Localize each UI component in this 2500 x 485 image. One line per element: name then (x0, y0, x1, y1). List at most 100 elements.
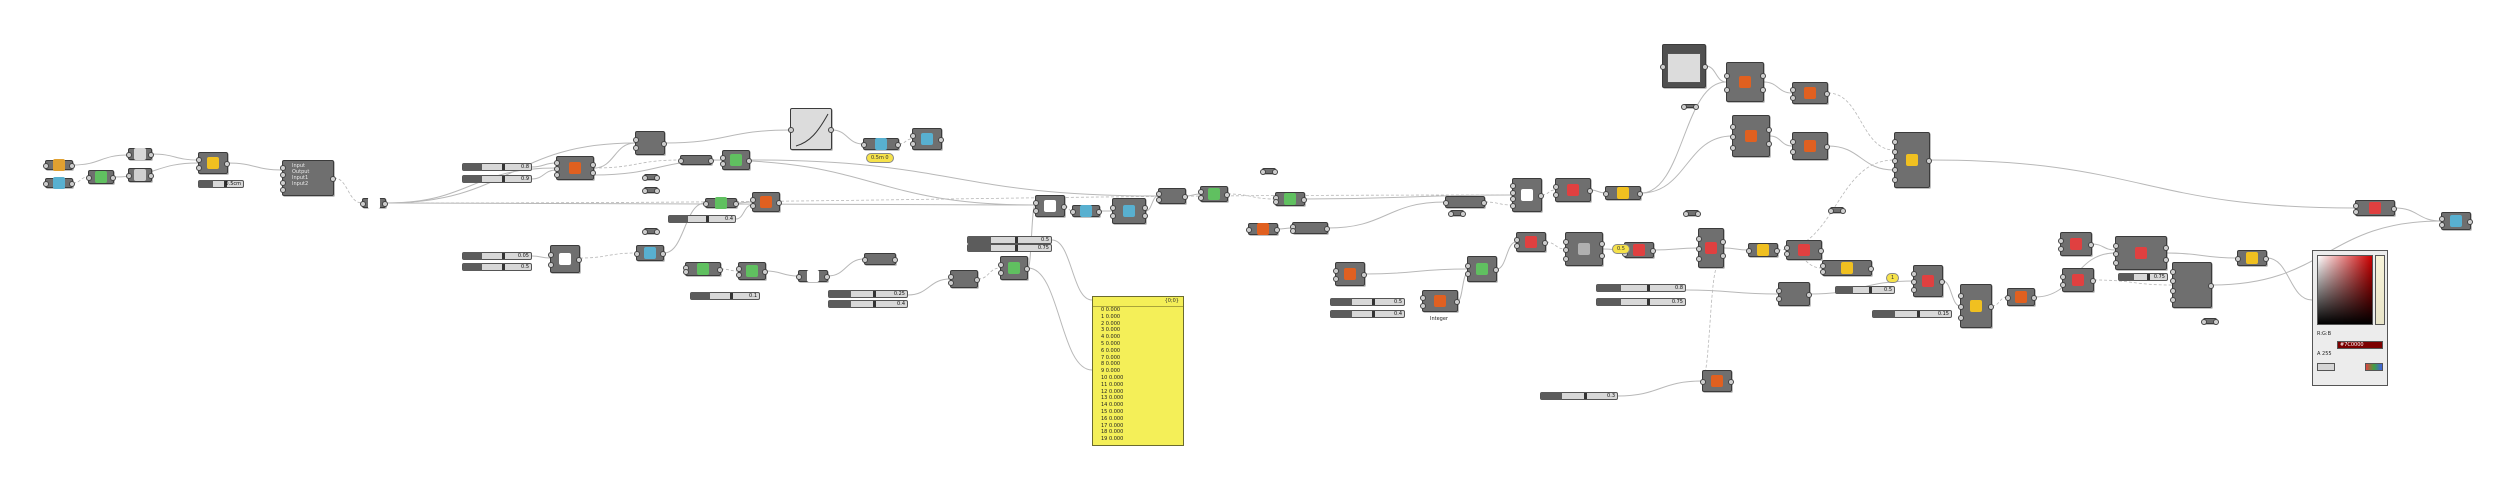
green-node-6-output-port[interactable] (1493, 267, 1499, 273)
teal-node-1-input-port[interactable] (861, 142, 867, 148)
bolt-node-2-input-port[interactable] (1603, 191, 1609, 197)
small-bar-6-output-port[interactable] (2213, 319, 2219, 325)
number-slider[interactable]: 0.1 (690, 292, 760, 300)
teal-node-4-output-port[interactable] (1142, 204, 1148, 211)
bolt-node-input-port[interactable] (196, 164, 202, 171)
orange-node-1-input-port[interactable] (1246, 227, 1252, 233)
slider-node-input-port[interactable] (86, 175, 92, 181)
bolt-node-4-input-port[interactable] (1776, 296, 1782, 302)
bolt-node-3-output-port[interactable] (1774, 248, 1780, 254)
teal-node-1[interactable] (861, 138, 901, 150)
script-node-input-port[interactable] (280, 179, 286, 186)
number-slider[interactable]: 0.4 (828, 300, 908, 308)
green-node-2-output-port[interactable] (762, 269, 768, 275)
small-bar-1-output-port[interactable] (1272, 169, 1278, 175)
number-slider[interactable]: 0.25 (828, 290, 908, 298)
graph-mapper-output-port[interactable] (828, 127, 834, 133)
fire-node-7-input-port[interactable] (1790, 87, 1796, 94)
script-node-input-port[interactable] (280, 186, 286, 193)
tall-node-1-output-port[interactable] (1538, 193, 1544, 199)
teal-node-1-output-port[interactable] (895, 142, 901, 148)
bar-node-output-port[interactable] (1693, 104, 1699, 110)
collapse-node[interactable] (634, 245, 666, 261)
fire-node-7[interactable] (1790, 82, 1830, 104)
param-node-2[interactable] (43, 177, 75, 189)
teal-node-4-output-port[interactable] (1142, 213, 1148, 220)
palette-node-2-input-port[interactable] (1784, 244, 1790, 251)
green-node-5-input-port[interactable] (1273, 199, 1279, 206)
colour-swatch-button[interactable] (2317, 363, 2335, 371)
bolt-node-5-output-port[interactable] (1926, 158, 1932, 164)
small-bar-3[interactable] (642, 187, 660, 194)
collapse-node-input-port[interactable] (634, 251, 640, 257)
teal-node-4[interactable] (1110, 198, 1148, 224)
mid-node-1[interactable] (1033, 195, 1067, 217)
tall-node-3-input-port[interactable] (2170, 287, 2176, 294)
fire-node-6-input-port[interactable] (1724, 73, 1730, 80)
slider-grip[interactable] (729, 293, 733, 299)
multi-node-1-input-port[interactable] (2113, 242, 2119, 249)
grey-node-1[interactable] (633, 131, 667, 155)
preview-node[interactable] (1660, 44, 1708, 88)
palette-node-3[interactable] (2058, 232, 2094, 256)
small-node-2-input-port[interactable] (720, 154, 726, 161)
param-node-2-input-port[interactable] (43, 181, 49, 187)
slider-grip[interactable] (873, 301, 876, 307)
bolt-node-4-output-port[interactable] (1806, 292, 1812, 298)
tall-node-2-input-port[interactable] (1696, 236, 1702, 242)
cube-node-2-input-port[interactable] (1443, 200, 1449, 206)
preview-node-input-port[interactable] (1660, 64, 1666, 70)
slider-grip[interactable] (501, 164, 505, 170)
number-slider[interactable]: 0.5 (967, 236, 1052, 244)
fire-node-8-output-port[interactable] (1766, 127, 1772, 133)
fire-node-10-input-port[interactable] (1911, 287, 1917, 293)
grey-node-1-input-port[interactable] (633, 137, 639, 143)
tall-node-2-output-port[interactable] (1720, 239, 1726, 246)
slider-node-output-port[interactable] (110, 175, 116, 181)
tall-node-2-input-port[interactable] (1696, 256, 1702, 262)
gear-node[interactable] (1563, 232, 1605, 266)
fire-node-6[interactable] (1724, 62, 1766, 102)
collapse-node-output-port[interactable] (660, 251, 666, 257)
fire-node-10[interactable] (1911, 265, 1945, 297)
teal-node-2-output-port[interactable] (938, 137, 944, 143)
bolt-node-6[interactable] (1820, 260, 1874, 276)
bolt-node-6-output-port[interactable] (1868, 266, 1874, 272)
fire-node-1[interactable] (554, 156, 596, 180)
small-bar-6-input-port[interactable] (2201, 319, 2207, 325)
multi-node-1[interactable] (2113, 236, 2169, 270)
palette-node-3-input-port[interactable] (2058, 238, 2064, 244)
fire-node-10-input-port[interactable] (1911, 271, 1917, 277)
teal-node-3-input-port[interactable] (1070, 209, 1076, 215)
palette-node-4-input-port[interactable] (2060, 282, 2066, 288)
fire-node-4[interactable] (1514, 232, 1548, 252)
green-node-4-input-port[interactable] (1198, 194, 1204, 201)
teal-node-2-input-port[interactable] (910, 140, 916, 147)
bolt-node-2-output-port[interactable] (1637, 191, 1643, 197)
slider-grip[interactable] (1372, 299, 1376, 305)
fire-node-2-output-port[interactable] (776, 200, 782, 206)
tall-node-1-input-port[interactable] (1510, 182, 1516, 189)
bar-node-input-port[interactable] (1681, 104, 1687, 110)
green-node-6[interactable] (1465, 256, 1499, 282)
eye-node-output-port[interactable] (382, 201, 388, 207)
script-node-output-port[interactable] (330, 176, 336, 182)
small-bar-1[interactable] (1260, 168, 1278, 175)
fire-node-8-input-port[interactable] (1730, 134, 1736, 140)
teal-node-4-input-port[interactable] (1110, 213, 1116, 220)
tall-node-3-input-port[interactable] (2170, 296, 2176, 303)
tall-node-1[interactable] (1510, 178, 1544, 212)
green-node-1-output-port[interactable] (717, 267, 723, 273)
green-node-6-input-port[interactable] (1465, 262, 1471, 269)
bracket-node-output-port[interactable] (892, 257, 898, 263)
tall-node-2[interactable] (1696, 228, 1726, 268)
green-node-1[interactable] (683, 262, 723, 276)
cube-node-1[interactable] (796, 270, 830, 282)
hue-strip[interactable] (2375, 255, 2385, 325)
gear-node-output-port[interactable] (1599, 252, 1605, 259)
slider-grip[interactable] (1583, 393, 1587, 399)
multi-node-1-output-port[interactable] (2163, 245, 2169, 252)
fire-node-1-input-port[interactable] (554, 160, 560, 166)
tall-node-1-input-port[interactable] (1510, 189, 1516, 196)
